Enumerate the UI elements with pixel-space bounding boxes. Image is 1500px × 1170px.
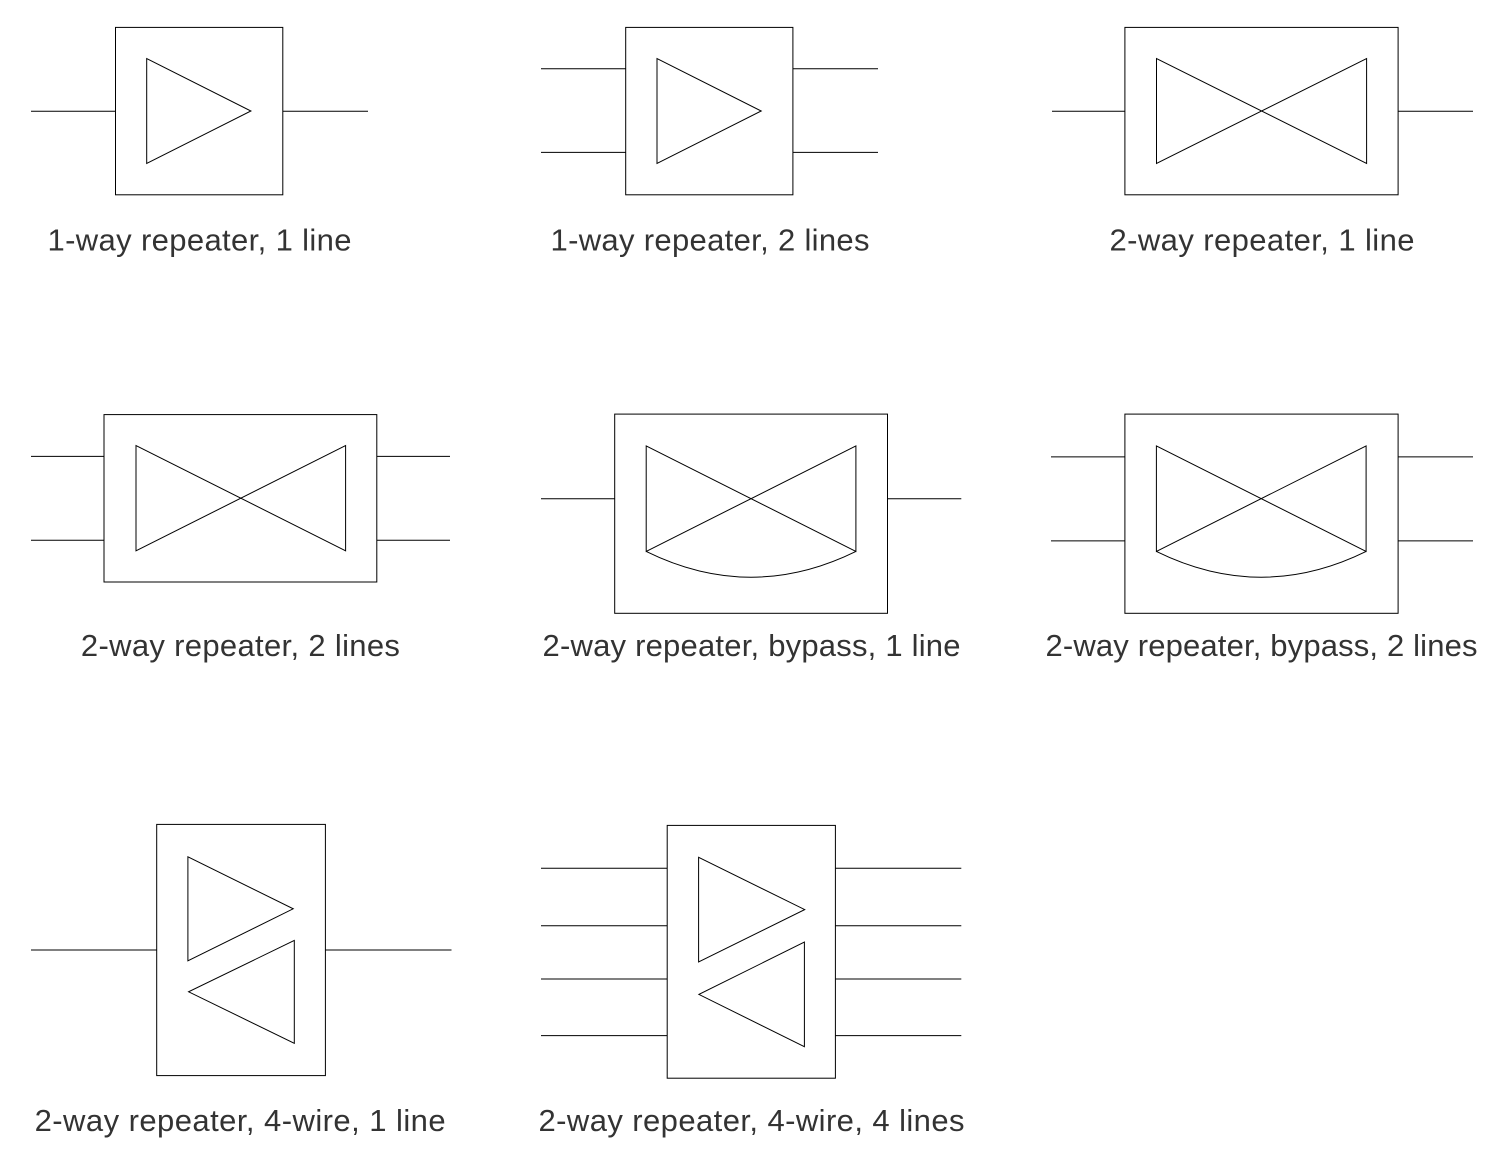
svg-text:2-way repeater, 4-wire, 4 line: 2-way repeater, 4-wire, 4 lines <box>539 1103 965 1138</box>
svg-text:2-way repeater, bypass, 2 line: 2-way repeater, bypass, 2 lines <box>1046 628 1478 663</box>
svg-text:1-way repeater, 2 lines: 1-way repeater, 2 lines <box>551 222 870 257</box>
svg-text:2-way repeater, 2 lines: 2-way repeater, 2 lines <box>81 628 400 663</box>
svg-text:1-way repeater, 1 line: 1-way repeater, 1 line <box>48 222 352 257</box>
svg-text:2-way repeater, bypass, 1 line: 2-way repeater, bypass, 1 line <box>543 628 961 663</box>
svg-text:2-way repeater, 1 line: 2-way repeater, 1 line <box>1110 222 1415 257</box>
svg-text:2-way repeater, 4-wire, 1 line: 2-way repeater, 4-wire, 1 line <box>35 1103 446 1138</box>
